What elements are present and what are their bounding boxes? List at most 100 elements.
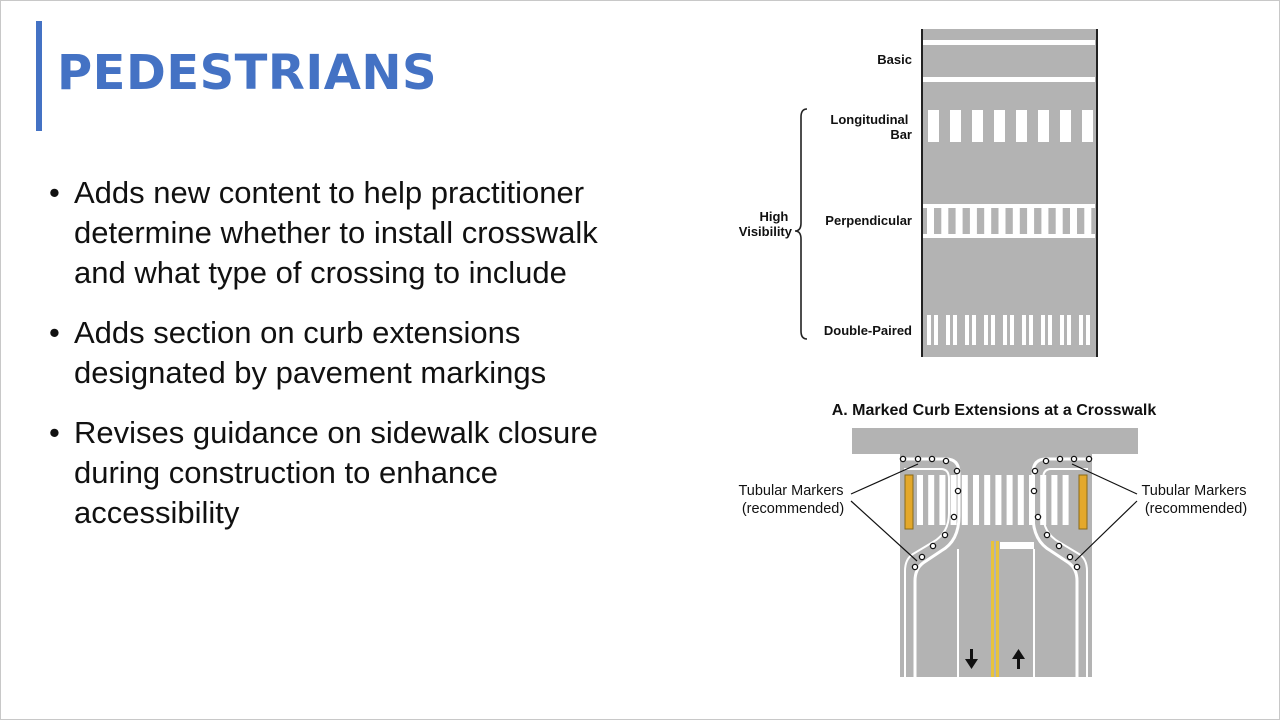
crosswalk-bar <box>1003 315 1007 345</box>
tubular-marker-icon <box>942 457 950 465</box>
tubular-marker-icon <box>1031 467 1039 475</box>
crosswalk-bar <box>941 208 949 234</box>
crosswalk-bar <box>950 475 957 525</box>
crosswalk-bar <box>934 315 938 345</box>
double-paired-crosswalk-marking <box>927 315 1090 345</box>
bullet-item: • Adds section on curb extensions design… <box>49 313 649 393</box>
crosswalk-bar <box>984 475 991 525</box>
bullet-text: Adds section on curb extensions designat… <box>74 315 547 390</box>
stop-bar <box>1000 542 1034 549</box>
crosswalk-bar <box>1079 315 1083 345</box>
tubular-marker-icon <box>918 553 926 561</box>
crosswalk-bar <box>1017 475 1024 525</box>
arrow-up-icon <box>1012 649 1025 669</box>
arrow-down-icon <box>965 649 978 669</box>
bullet-text: Revises guidance on sidewalk closure dur… <box>74 415 598 530</box>
crosswalk-bar <box>1029 315 1033 345</box>
left-curb-extension-inner-line <box>904 468 950 677</box>
tubular-marker-icon <box>1056 455 1064 463</box>
crosswalk-bar <box>928 475 935 525</box>
bullet-item: • Adds new content to help practitioner … <box>49 173 649 293</box>
group-label-high-visibility: High Visibility <box>739 209 793 239</box>
crosswalk-bar <box>927 315 931 345</box>
tubular-marker-icon <box>950 513 958 521</box>
longitudinal-bar-crosswalk-marking <box>928 110 1093 142</box>
crosswalk-bar <box>917 475 923 525</box>
crosswalk-bar <box>973 475 979 525</box>
high-visibility-brace <box>794 108 808 340</box>
crosswalk-bar <box>994 110 1005 142</box>
tubular-marker-icon <box>954 487 962 495</box>
crosswalk-bar <box>972 110 983 142</box>
crosswalk-bar <box>1048 315 1052 345</box>
curb-figure-caption: A. Marked Curb Extensions at a Crosswalk <box>832 402 1157 419</box>
crosswalk-bar <box>984 208 992 234</box>
crosswalk-bar <box>1082 110 1093 142</box>
right-detectable-strip <box>1078 474 1088 530</box>
type-label-perpendicular: Perpendicular <box>825 213 912 228</box>
right-marker-label: Tubular Markers (recommended) <box>1141 483 1250 517</box>
tubular-marker-icon <box>1073 563 1081 571</box>
tubular-marker-icon <box>1070 455 1078 463</box>
tubular-marker-icon <box>911 563 919 571</box>
crosswalk-bar <box>969 208 977 234</box>
crosswalk-bar <box>972 315 976 345</box>
left-curb-extension-line <box>904 457 961 677</box>
crosswalk-bar <box>1060 110 1071 142</box>
right-curb-extension-line <box>1031 457 1088 677</box>
crosswalk-bar <box>1060 315 1064 345</box>
leader-lines <box>850 463 1138 562</box>
crosswalk-bar <box>991 315 995 345</box>
bullet-item: • Revises guidance on sidewalk closure d… <box>49 413 649 533</box>
type-label-basic: Basic <box>877 52 912 67</box>
crosswalk-bar <box>1027 208 1035 234</box>
tubular-markers <box>899 455 1093 571</box>
crosswalk-bar <box>1070 208 1077 234</box>
title-accent-bar <box>36 21 42 131</box>
right-curb-extension-inner-line <box>1042 468 1088 677</box>
tubular-marker-icon <box>941 531 949 539</box>
tubular-marker-icon <box>928 455 936 463</box>
bullet-dot-icon: • <box>49 315 60 350</box>
slide-title: PEDESTRIANS <box>57 45 438 101</box>
curb-extension-figure: A. Marked Curb Extensions at a Crosswalk <box>738 402 1250 677</box>
left-marker-label: Tubular Markers (recommended) <box>738 483 847 517</box>
crosswalk-road <box>922 29 1097 357</box>
tubular-marker-icon <box>1085 455 1093 463</box>
tubular-marker-icon <box>1042 457 1050 465</box>
crosswalk-bar <box>946 315 950 345</box>
tubular-marker-icon <box>1030 487 1038 495</box>
tubular-marker-icon <box>914 455 922 463</box>
crosswalk-bar <box>1010 315 1014 345</box>
crosswalk-bar <box>1016 110 1027 142</box>
tubular-marker-icon <box>1043 531 1051 539</box>
bullet-dot-icon: • <box>49 415 60 450</box>
crosswalk-bar <box>1067 315 1071 345</box>
tubular-marker-icon <box>953 467 961 475</box>
crosswalk-bar <box>1022 315 1026 345</box>
crosswalk-types-figure: Basic Longitudinal Bar Perpendicular Dou… <box>739 29 1098 357</box>
crosswalk-bar <box>953 315 957 345</box>
crosswalk-bar <box>1084 208 1092 234</box>
crosswalk-bar <box>928 110 939 142</box>
crosswalk-bar <box>1055 208 1063 234</box>
crosswalk-bar <box>965 315 969 345</box>
left-detectable-strip <box>904 474 914 530</box>
tubular-marker-icon <box>1066 553 1074 561</box>
centerline-yellow-2 <box>996 541 999 677</box>
crosswalk-bar <box>927 208 934 234</box>
crosswalk-bar <box>1041 315 1045 345</box>
crosswalk-bar <box>939 475 946 525</box>
crosswalk-bar <box>1012 208 1020 234</box>
tubular-marker-icon <box>929 542 937 550</box>
bullet-dot-icon: • <box>49 175 60 210</box>
intersection-pavement <box>852 428 1138 677</box>
bullet-list: • Adds new content to help practitioner … <box>49 173 649 553</box>
perpendicular-crosswalk-marking <box>923 204 1095 238</box>
tubular-marker-icon <box>899 455 907 463</box>
tubular-marker-icon <box>1034 513 1042 521</box>
crosswalk-bar <box>1038 110 1049 142</box>
centerline-yellow-1 <box>991 541 994 677</box>
